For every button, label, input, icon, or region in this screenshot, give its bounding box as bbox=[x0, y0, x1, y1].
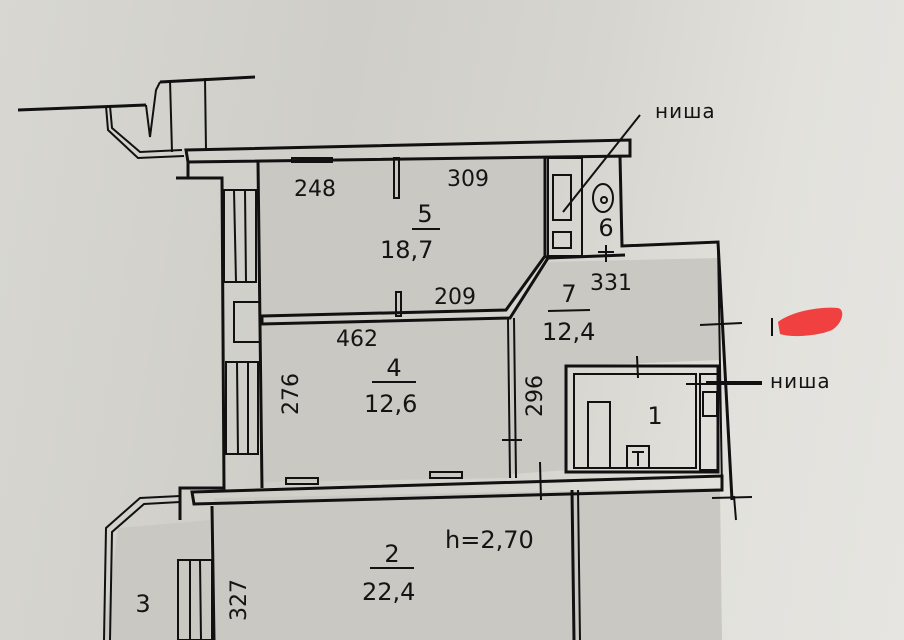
dim-309: 309 bbox=[447, 167, 489, 192]
dim-331: 331 bbox=[590, 271, 632, 296]
dim-462: 462 bbox=[336, 327, 378, 352]
room-shading bbox=[104, 158, 722, 640]
room-5-area: 18,7 bbox=[380, 236, 433, 264]
lower-walls bbox=[103, 489, 581, 640]
room-1-label: 1 bbox=[647, 402, 662, 430]
dim-327: 327 bbox=[227, 579, 252, 621]
room-4-7-walls bbox=[285, 317, 522, 485]
exterior-walls bbox=[17, 75, 632, 520]
dim-276: 276 bbox=[279, 373, 304, 415]
ceiling-height: h=2,70 bbox=[445, 526, 534, 554]
dim-248: 248 bbox=[294, 177, 336, 202]
labels: 248 309 5 18,7 209 6 331 7 12,4 462 4 12… bbox=[135, 99, 831, 621]
room-5-label: 5 bbox=[417, 200, 432, 228]
dim-209: 209 bbox=[434, 285, 476, 310]
room-7-area: 12,4 bbox=[542, 318, 595, 346]
room-6-label: 6 bbox=[598, 214, 613, 242]
room-2-area: 22,4 bbox=[362, 578, 415, 606]
room-2-label: 2 bbox=[384, 540, 399, 568]
niche-note-right: ниша bbox=[770, 369, 831, 393]
room-4-label: 4 bbox=[386, 354, 401, 382]
room-3-label: 3 bbox=[135, 590, 150, 618]
redaction-mark bbox=[771, 307, 843, 337]
bathroom-kitchen-walls bbox=[543, 155, 762, 501]
middle-wall bbox=[190, 461, 753, 521]
room-7-label: 7 bbox=[561, 280, 576, 308]
dim-296: 296 bbox=[523, 375, 548, 417]
niche-note-top: ниша bbox=[655, 99, 716, 123]
room-4-area: 12,6 bbox=[364, 390, 417, 418]
niche-leader-top bbox=[562, 114, 641, 213]
